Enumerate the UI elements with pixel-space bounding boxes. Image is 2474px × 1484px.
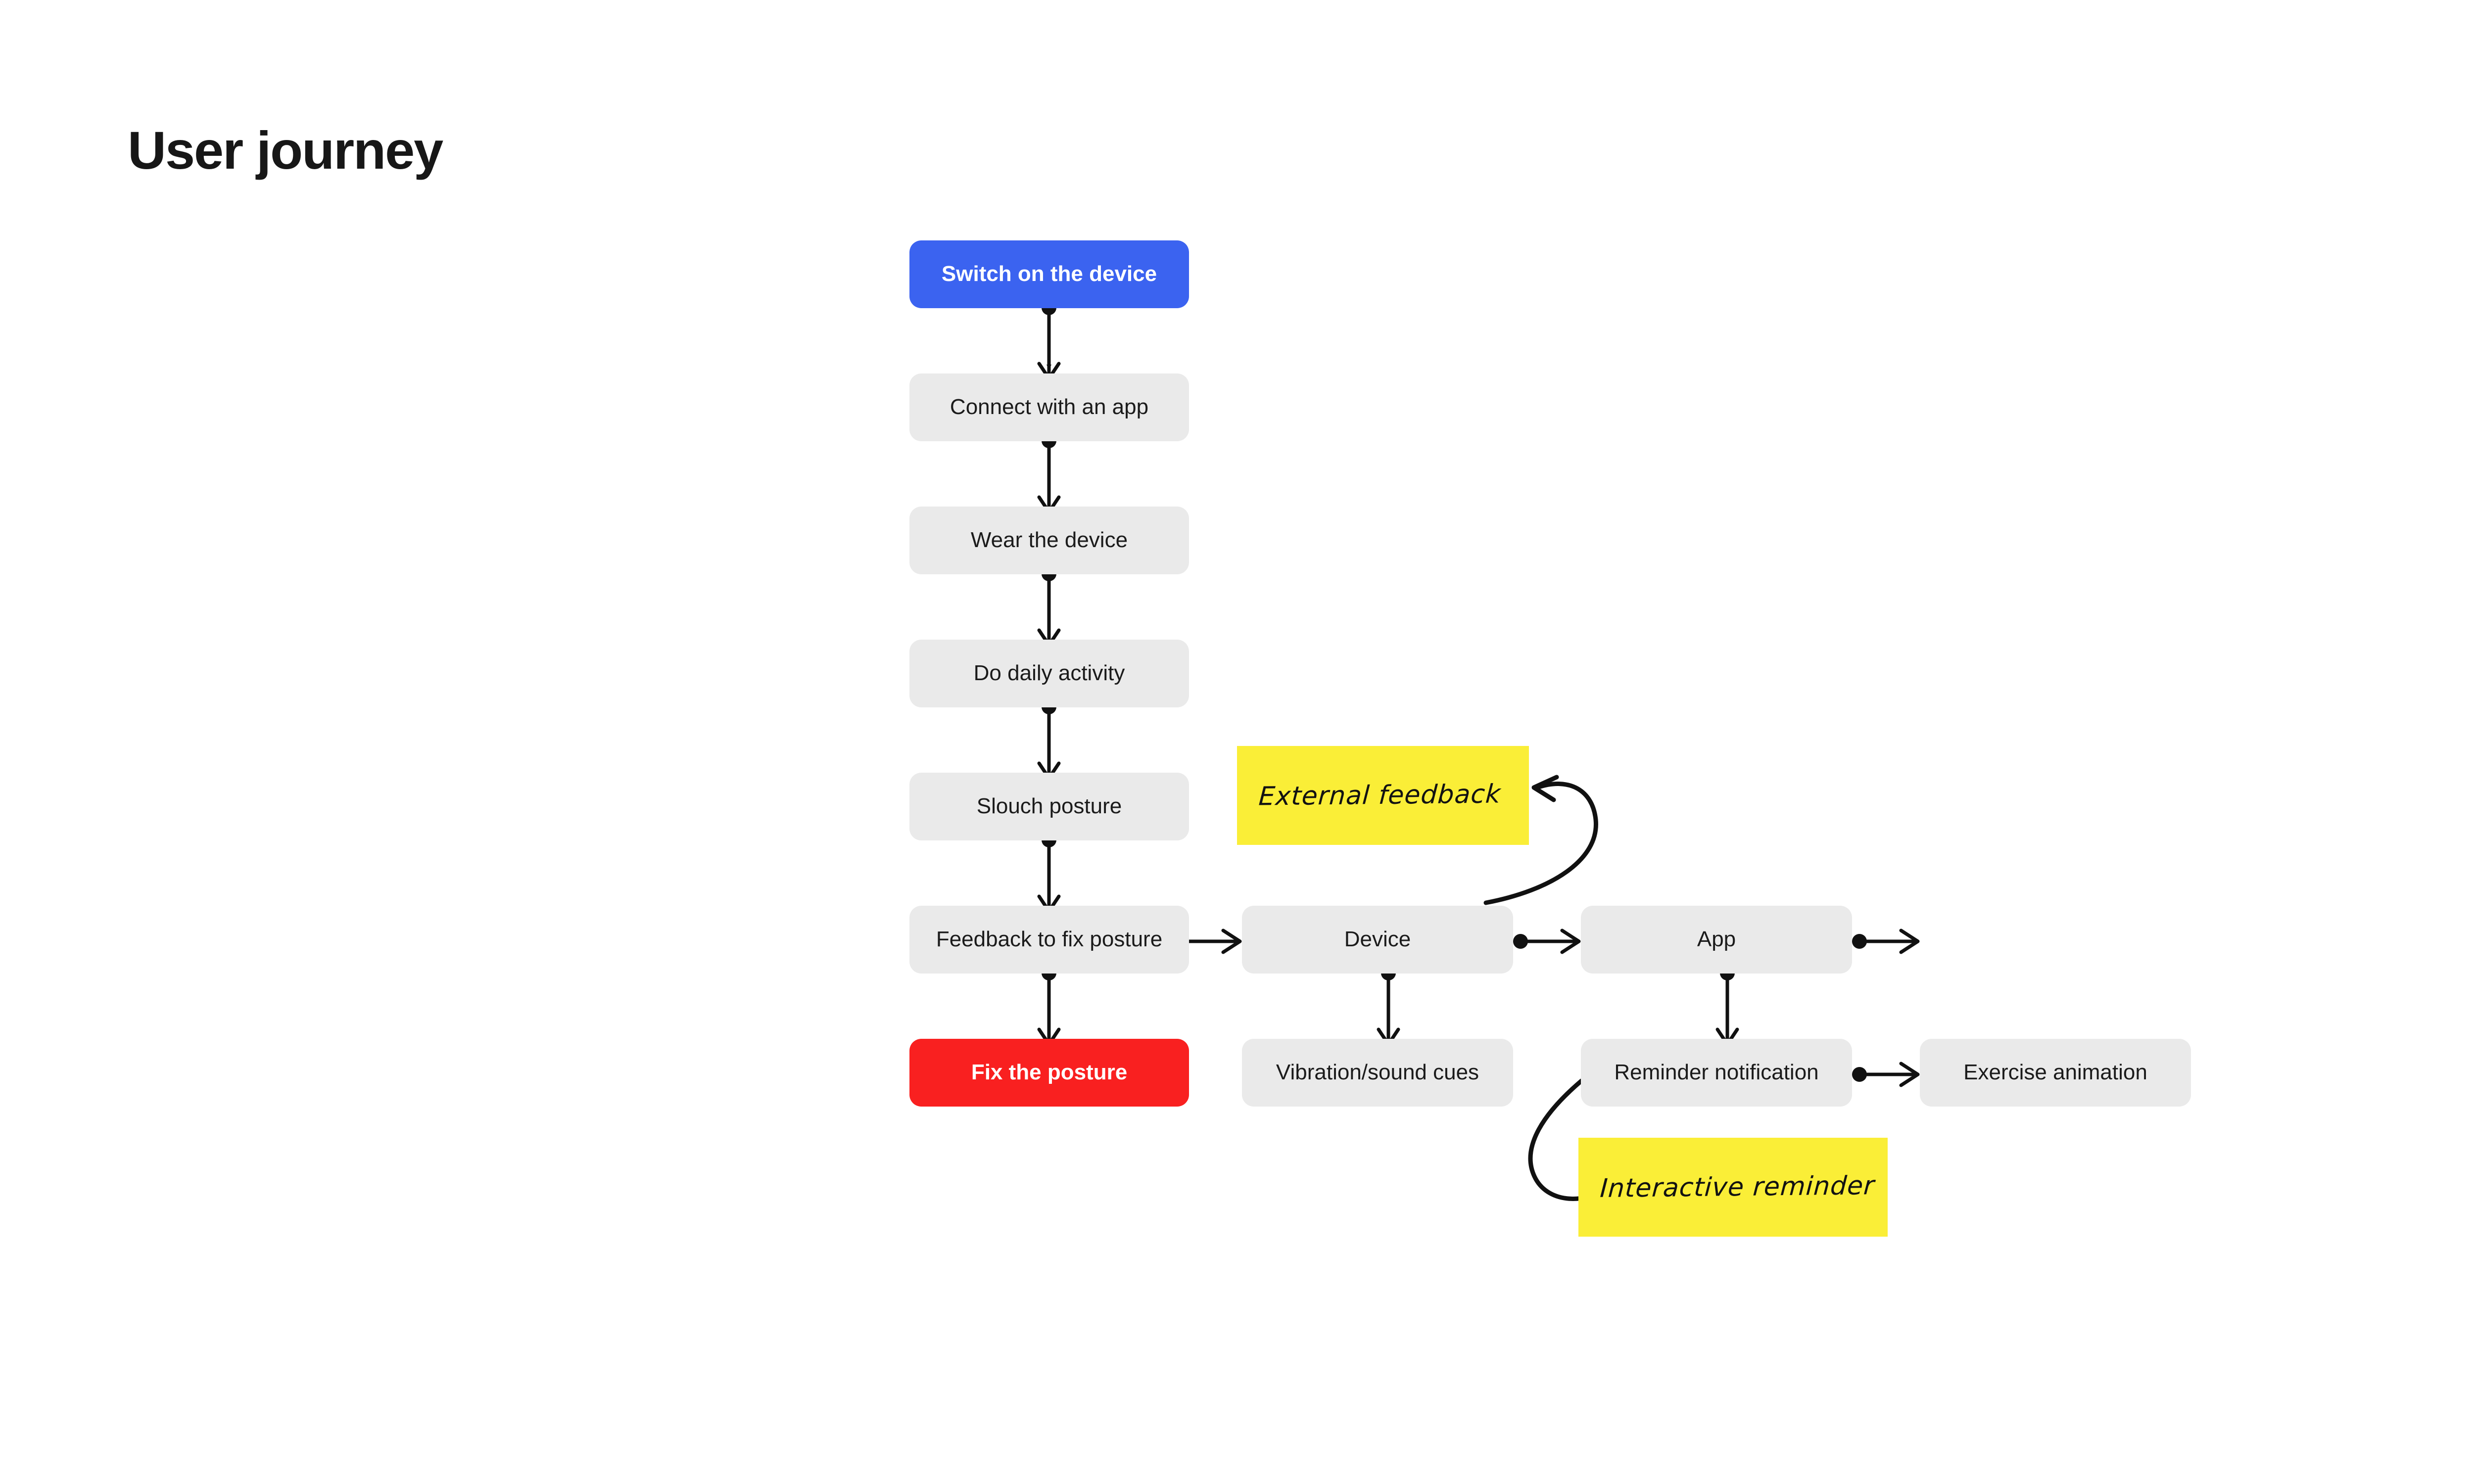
edge-app-to-outside bbox=[1852, 928, 1920, 954]
edge-device-to-vibration bbox=[1377, 966, 1400, 1046]
node-app[interactable]: App bbox=[1581, 906, 1852, 974]
node-wear-the-device[interactable]: Wear the device bbox=[909, 507, 1189, 574]
node-switch-on-the-device[interactable]: Switch on the device bbox=[909, 240, 1189, 308]
node-exercise-animation[interactable]: Exercise animation bbox=[1920, 1039, 2191, 1107]
sticky-note-external-feedback[interactable]: External feedback bbox=[1237, 746, 1529, 845]
node-slouch-posture[interactable]: Slouch posture bbox=[909, 773, 1189, 840]
node-device[interactable]: Device bbox=[1242, 906, 1513, 974]
edge-slouch-to-feedback bbox=[1037, 833, 1061, 913]
node-do-daily-activity[interactable]: Do daily activity bbox=[909, 640, 1189, 707]
node-vibration-sound-cues[interactable]: Vibration/sound cues bbox=[1242, 1039, 1513, 1107]
edge-connect-to-wear bbox=[1037, 433, 1061, 514]
edge-reminder-to-exercise bbox=[1852, 1062, 1920, 1087]
node-connect-with-an-app[interactable]: Connect with an app bbox=[909, 373, 1189, 441]
sticky-note-interactive-reminder[interactable]: Interactive reminder bbox=[1578, 1138, 1888, 1237]
sticky-note-external-feedback-label: External feedback bbox=[1258, 779, 1502, 812]
node-feedback-to-fix-posture[interactable]: Feedback to fix posture bbox=[909, 906, 1189, 974]
edge-daily-to-slouch bbox=[1037, 699, 1061, 780]
node-reminder-notification[interactable]: Reminder notification bbox=[1581, 1039, 1852, 1107]
sticky-note-interactive-reminder-label: Interactive reminder bbox=[1599, 1171, 1876, 1204]
edge-feedback-to-fix bbox=[1037, 966, 1061, 1046]
node-fix-the-posture[interactable]: Fix the posture bbox=[909, 1039, 1189, 1107]
page-title: User journey bbox=[128, 120, 443, 180]
edge-switch-to-connect bbox=[1037, 300, 1061, 380]
edge-wear-to-daily bbox=[1037, 566, 1061, 647]
edge-app-to-reminder bbox=[1715, 966, 1739, 1046]
edge-device-to-app bbox=[1513, 928, 1581, 954]
